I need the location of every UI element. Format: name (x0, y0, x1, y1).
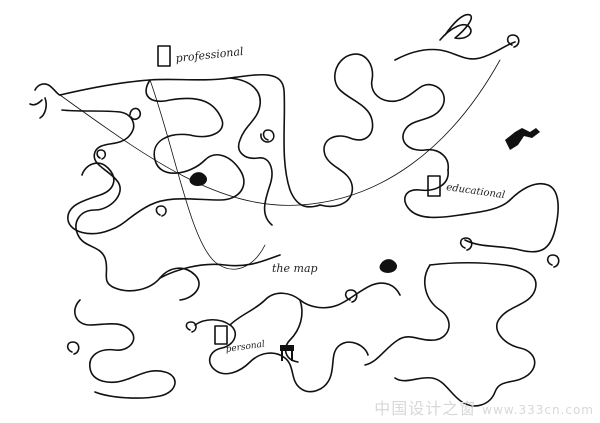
maze-path-bottom-mid (284, 299, 303, 363)
maze-path-upper-left (67, 79, 245, 235)
chair-leg-1 (281, 351, 283, 361)
spiral-right-edge (546, 254, 560, 268)
chair-figure (280, 345, 294, 351)
label-the-map: the map (272, 262, 318, 275)
spiral-right-mid (459, 237, 473, 251)
maze-path-right-lower (394, 261, 537, 407)
maze-path-left-body (61, 109, 200, 301)
heart-flame (439, 13, 473, 41)
door-educational (427, 175, 441, 197)
chair-leg-2 (291, 351, 293, 361)
label-educational: educational (446, 182, 506, 201)
door-professional (157, 45, 171, 67)
ink-figures (189, 128, 540, 361)
spiral-top-left (129, 107, 142, 120)
maze-path-upper-right (394, 41, 516, 61)
thread-line-lower (149, 79, 266, 270)
spiral-top-right (506, 34, 520, 48)
maze-path-lower-left-2 (159, 254, 281, 279)
maze-path-right (404, 169, 559, 253)
watermark-text: 中国设计之窗 (374, 399, 477, 418)
maze-path-center-upper (229, 77, 273, 226)
maze-path-left (59, 73, 321, 208)
spiral-bottom-center (344, 289, 358, 303)
spiral-left-mid (96, 149, 107, 160)
maze-path-center-right (319, 53, 450, 207)
watermark: 中国设计之窗 www.333cn.com (374, 395, 594, 419)
spiral-bottom-left (66, 341, 80, 355)
maze-path-lower-left (74, 299, 176, 399)
dragon-head (29, 83, 61, 119)
bird-lower (379, 259, 398, 273)
spiral-center (260, 129, 275, 143)
maze-path-right-bottom (364, 264, 450, 366)
watermark-url: www.333cn.com (482, 403, 594, 417)
spiral-left-low (155, 205, 167, 217)
label-professional: professional (175, 45, 245, 65)
maze-path-bottom-center (194, 318, 369, 393)
thread-line-upper (59, 59, 501, 206)
running-figure (505, 128, 540, 150)
maze-path-bottom-center-2 (229, 282, 401, 326)
spiral-bottom-left-2 (185, 321, 197, 333)
bird-center (189, 172, 208, 186)
door-personal (214, 325, 228, 345)
label-personal: personal (225, 340, 266, 355)
